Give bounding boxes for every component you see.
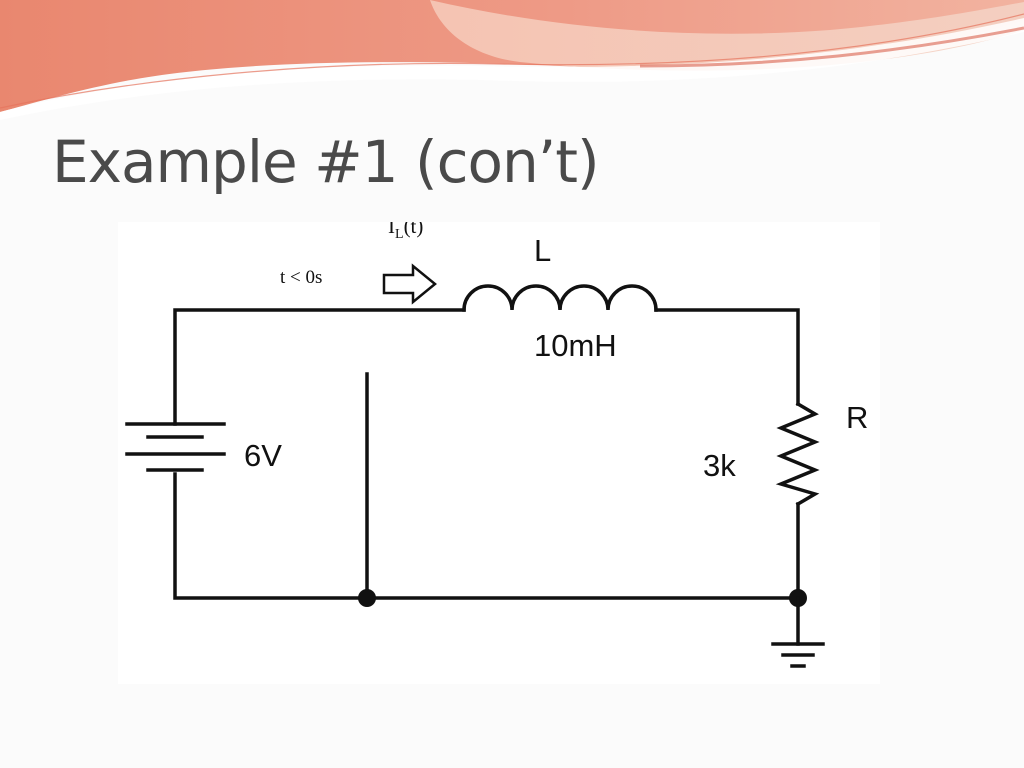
banner-wave-stroke	[0, 13, 1024, 109]
circuit-diagram: IL(t) t < 0s L 10mH R 3k 6V	[118, 222, 880, 684]
banner-wave-white	[0, 18, 1024, 120]
resistor-name-label: R	[846, 400, 868, 435]
inductor-coil	[462, 284, 658, 312]
wire-top-left	[173, 308, 466, 426]
header-banner	[0, 0, 1024, 120]
inductor-name-label: L	[534, 233, 551, 268]
wire-bottom	[173, 472, 800, 600]
node-bottom-middle	[358, 589, 376, 607]
resistor-value-label: 3k	[703, 448, 736, 483]
time-condition-label: t < 0s	[280, 267, 322, 288]
inductor-value-label: 10mH	[534, 328, 617, 363]
current-label: IL(t)	[388, 222, 423, 242]
resistor-zigzag	[775, 401, 820, 507]
wire-top-right	[654, 308, 800, 406]
slide-title: Example #1 (con’t)	[52, 128, 600, 196]
current-arrow-icon	[382, 263, 437, 305]
source-value-label: 6V	[244, 438, 282, 473]
banner-wave-stroke-2	[639, 26, 1024, 68]
